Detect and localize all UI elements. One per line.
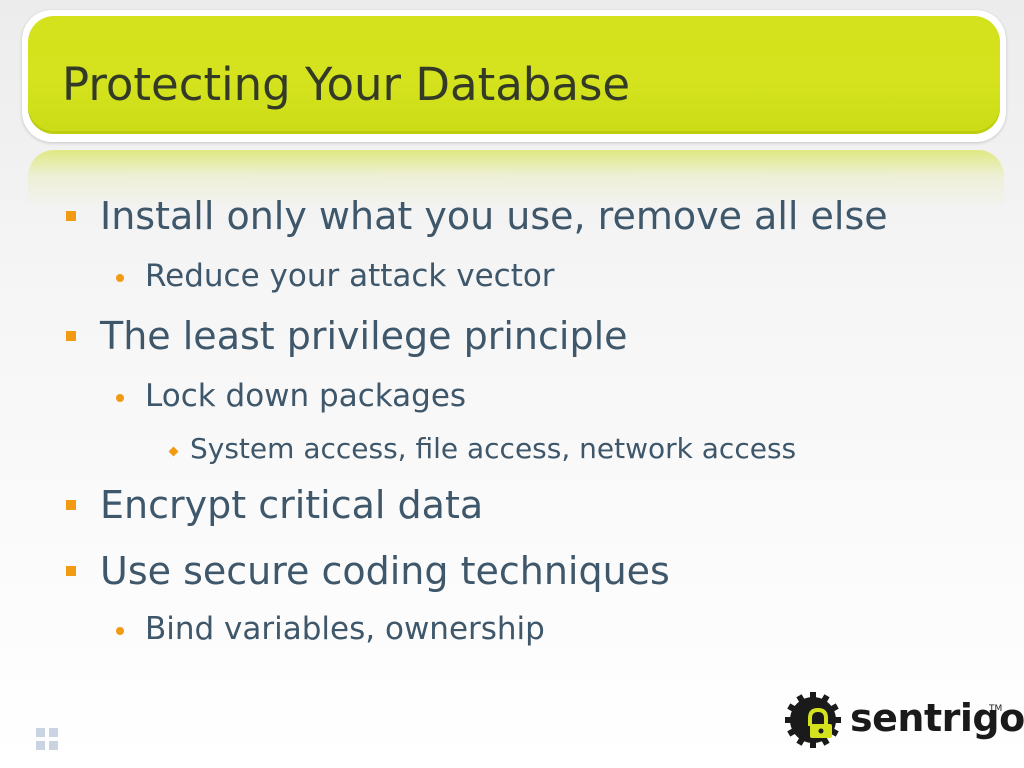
title-reflection [28,150,1004,208]
bullet-item: Use secure coding techniques [100,549,670,593]
round-bullet-icon [116,274,124,282]
sentrigo-logo: sentrigo TM [780,686,1024,752]
slide-title: Protecting Your Database [62,58,631,111]
bullet-item: Bind variables, ownership [145,611,545,647]
square-bullet-icon [66,211,76,221]
bullet-item: Reduce your attack vector [145,258,555,294]
square-bullet-icon [66,566,76,576]
diamond-bullet-icon [168,446,179,457]
square-bullet-icon [66,500,76,510]
bullet-item: Install only what you use, remove all el… [100,194,888,238]
round-bullet-icon [116,394,124,402]
bullet-item: System access, file access, network acce… [190,432,797,465]
title-bar-fill [28,16,1000,134]
gear-lock-icon [785,692,841,748]
round-bullet-icon [116,627,124,635]
logo-wordmark: sentrigo [850,696,1024,740]
trademark-mark: TM [989,704,1003,714]
square-bullet-icon [66,331,76,341]
bullet-item: Encrypt critical data [100,483,484,527]
bullet-item: The least privilege principle [100,314,628,358]
title-bar: Protecting Your Database [22,10,1006,142]
bullet-item: Lock down packages [145,378,467,414]
grid-dots-icon [36,728,60,752]
